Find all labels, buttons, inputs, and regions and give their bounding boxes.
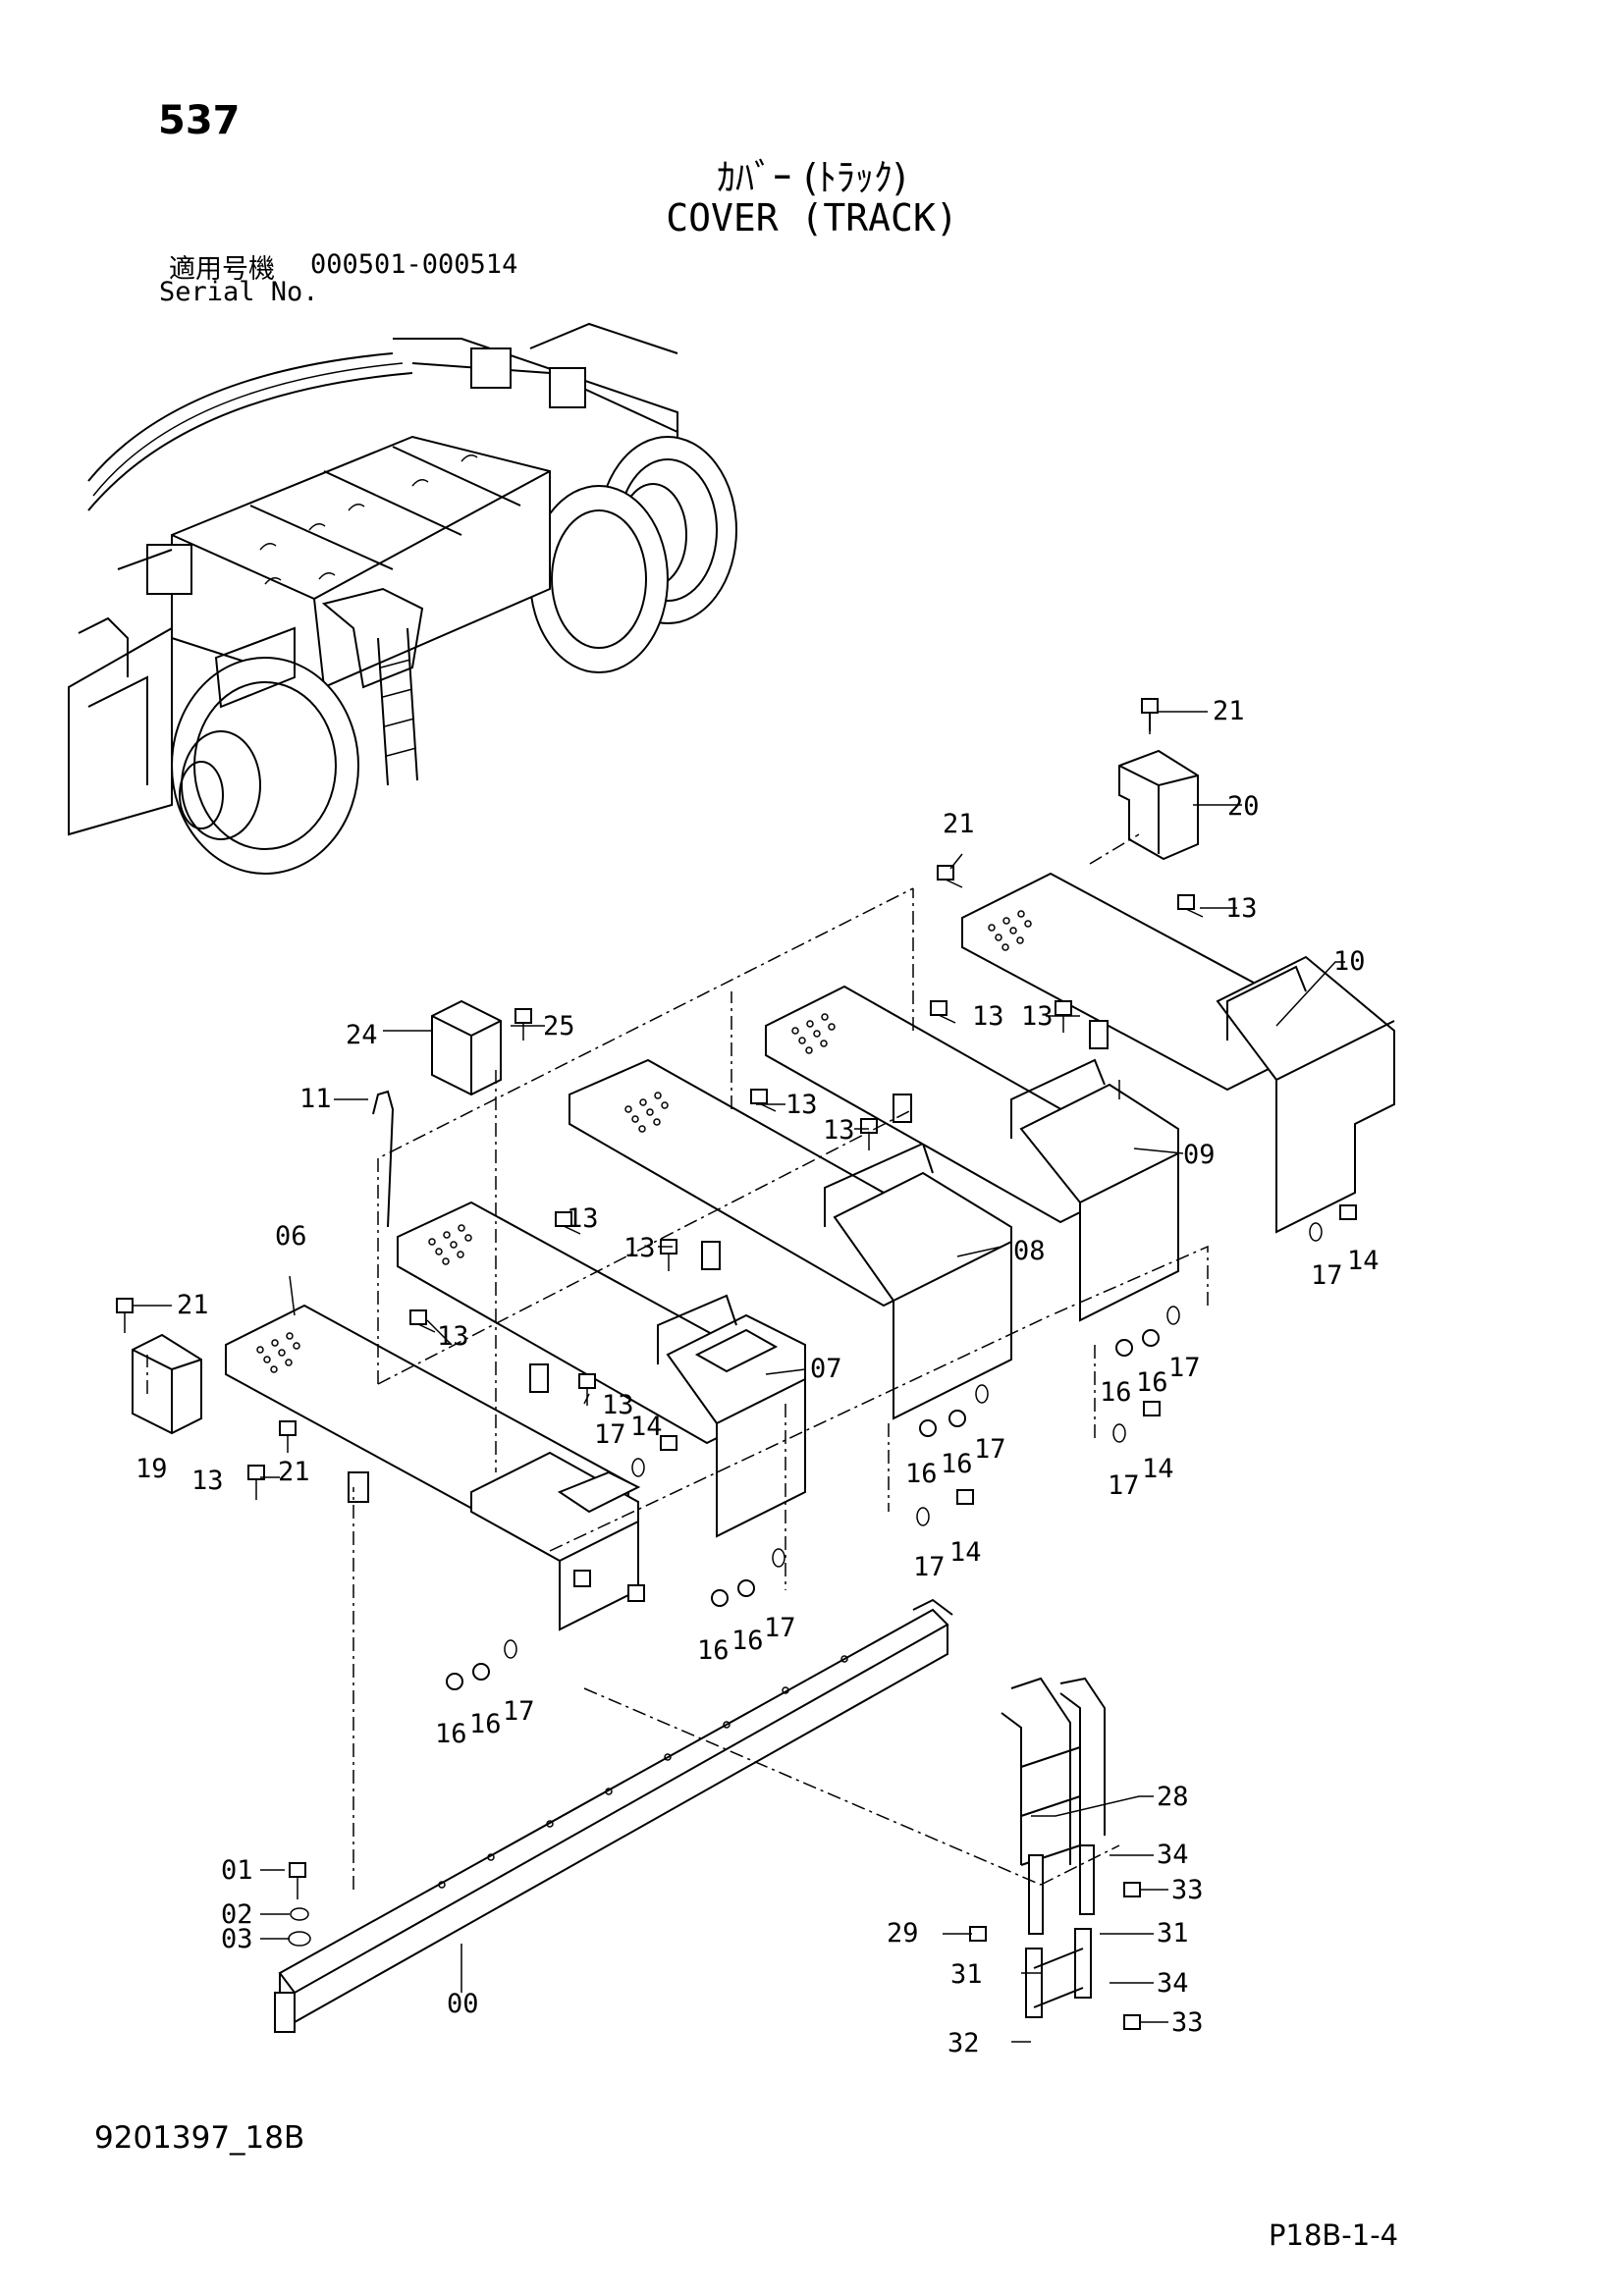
callout-16: 16 (697, 1635, 730, 1666)
callout-17: 17 (503, 1696, 535, 1727)
callout-21: 21 (1213, 696, 1245, 726)
title-japanese: ｶﾊﾞｰ (ﾄﾗｯｸ) (717, 156, 907, 199)
callout-14: 14 (630, 1412, 663, 1442)
document-code: 9201397_18B (94, 2120, 305, 2156)
assembly-lines (146, 833, 1209, 1890)
bracket-20 (1118, 749, 1199, 861)
callout-10: 10 (1333, 946, 1366, 977)
callout-14: 14 (1142, 1454, 1174, 1484)
callout-31: 31 (1157, 1918, 1189, 1949)
serial-label-english: Serial No. (159, 277, 319, 307)
callout-16: 16 (731, 1626, 764, 1656)
serial-label-japanese: 適用号機 (169, 254, 275, 285)
callout-16: 16 (435, 1719, 467, 1749)
callout-17: 17 (1168, 1353, 1201, 1383)
callout-21: 21 (943, 809, 975, 839)
callout-03: 03 (221, 1924, 253, 1954)
clip-11 (372, 1090, 395, 1228)
callout-16: 16 (1100, 1377, 1132, 1408)
callout-33: 33 (1171, 2007, 1204, 2038)
cover-09 (765, 985, 1179, 1322)
callout-34: 34 (1157, 1840, 1189, 1870)
callout-17: 17 (594, 1419, 626, 1450)
callout-20: 20 (1227, 791, 1260, 822)
page-number: 537 (158, 98, 241, 143)
callout-01: 01 (221, 1855, 253, 1886)
callout-13: 13 (785, 1090, 818, 1120)
cover-07 (397, 1201, 806, 1538)
callout-21: 21 (177, 1290, 209, 1320)
callout-13: 13 (567, 1203, 599, 1234)
callout-17: 17 (1311, 1260, 1343, 1291)
callout-19: 19 (135, 1454, 168, 1484)
callout-13: 13 (602, 1390, 634, 1420)
hardware-fasteners (116, 698, 1357, 2030)
callout-13: 13 (1225, 893, 1258, 924)
ladder-assembly (1001, 1677, 1106, 2018)
callout-09: 09 (1183, 1140, 1216, 1170)
callout-16: 16 (1136, 1367, 1168, 1398)
title-english: COVER (TRACK) (666, 196, 958, 240)
callout-13: 13 (437, 1321, 469, 1352)
callout-16: 16 (905, 1459, 938, 1489)
callout-08: 08 (1013, 1236, 1046, 1266)
callout-13: 13 (823, 1115, 855, 1146)
callout-31: 31 (950, 1959, 983, 1990)
callout-16: 16 (941, 1449, 973, 1479)
callout-14: 14 (949, 1537, 982, 1568)
callout-13: 13 (972, 1001, 1004, 1032)
callout-leaders (133, 711, 1345, 2043)
callout-13: 13 (623, 1233, 656, 1263)
bracket-19 (132, 1333, 202, 1435)
cover-10 (961, 872, 1395, 1234)
callout-06: 06 (275, 1221, 307, 1252)
callout-17: 17 (1108, 1470, 1140, 1501)
callout-34: 34 (1157, 1968, 1189, 1999)
cover-06 (225, 1304, 645, 1631)
bracket-24 (431, 999, 502, 1096)
callout-07: 07 (810, 1354, 842, 1384)
callout-16: 16 (469, 1709, 502, 1739)
callout-14: 14 (1347, 1246, 1380, 1276)
callout-13: 13 (191, 1466, 224, 1496)
callout-11: 11 (299, 1084, 332, 1114)
cover-08 (568, 1058, 1012, 1420)
callout-00: 00 (447, 1989, 479, 2019)
callout-17: 17 (913, 1552, 946, 1582)
callout-17: 17 (764, 1613, 796, 1643)
page-reference: P18B-1-4 (1269, 2218, 1399, 2252)
callout-29: 29 (887, 1918, 919, 1949)
callout-32: 32 (947, 2028, 980, 2058)
callout-28: 28 (1157, 1782, 1189, 1812)
callout-labels: 21 20 21 13 10 25 24 13 13 11 13 13 09 0… (135, 696, 1380, 2058)
callout-13: 13 (1021, 1001, 1054, 1032)
callout-17: 17 (974, 1434, 1006, 1465)
machine-overview-illustration (68, 322, 737, 875)
callout-25: 25 (543, 1011, 575, 1041)
callout-24: 24 (346, 1020, 378, 1050)
callout-33: 33 (1171, 1875, 1204, 1905)
serial-range: 000501-000514 (310, 249, 518, 280)
callout-21: 21 (278, 1457, 310, 1487)
track-frame-beam (274, 1598, 953, 2033)
callout-02: 02 (221, 1899, 253, 1930)
